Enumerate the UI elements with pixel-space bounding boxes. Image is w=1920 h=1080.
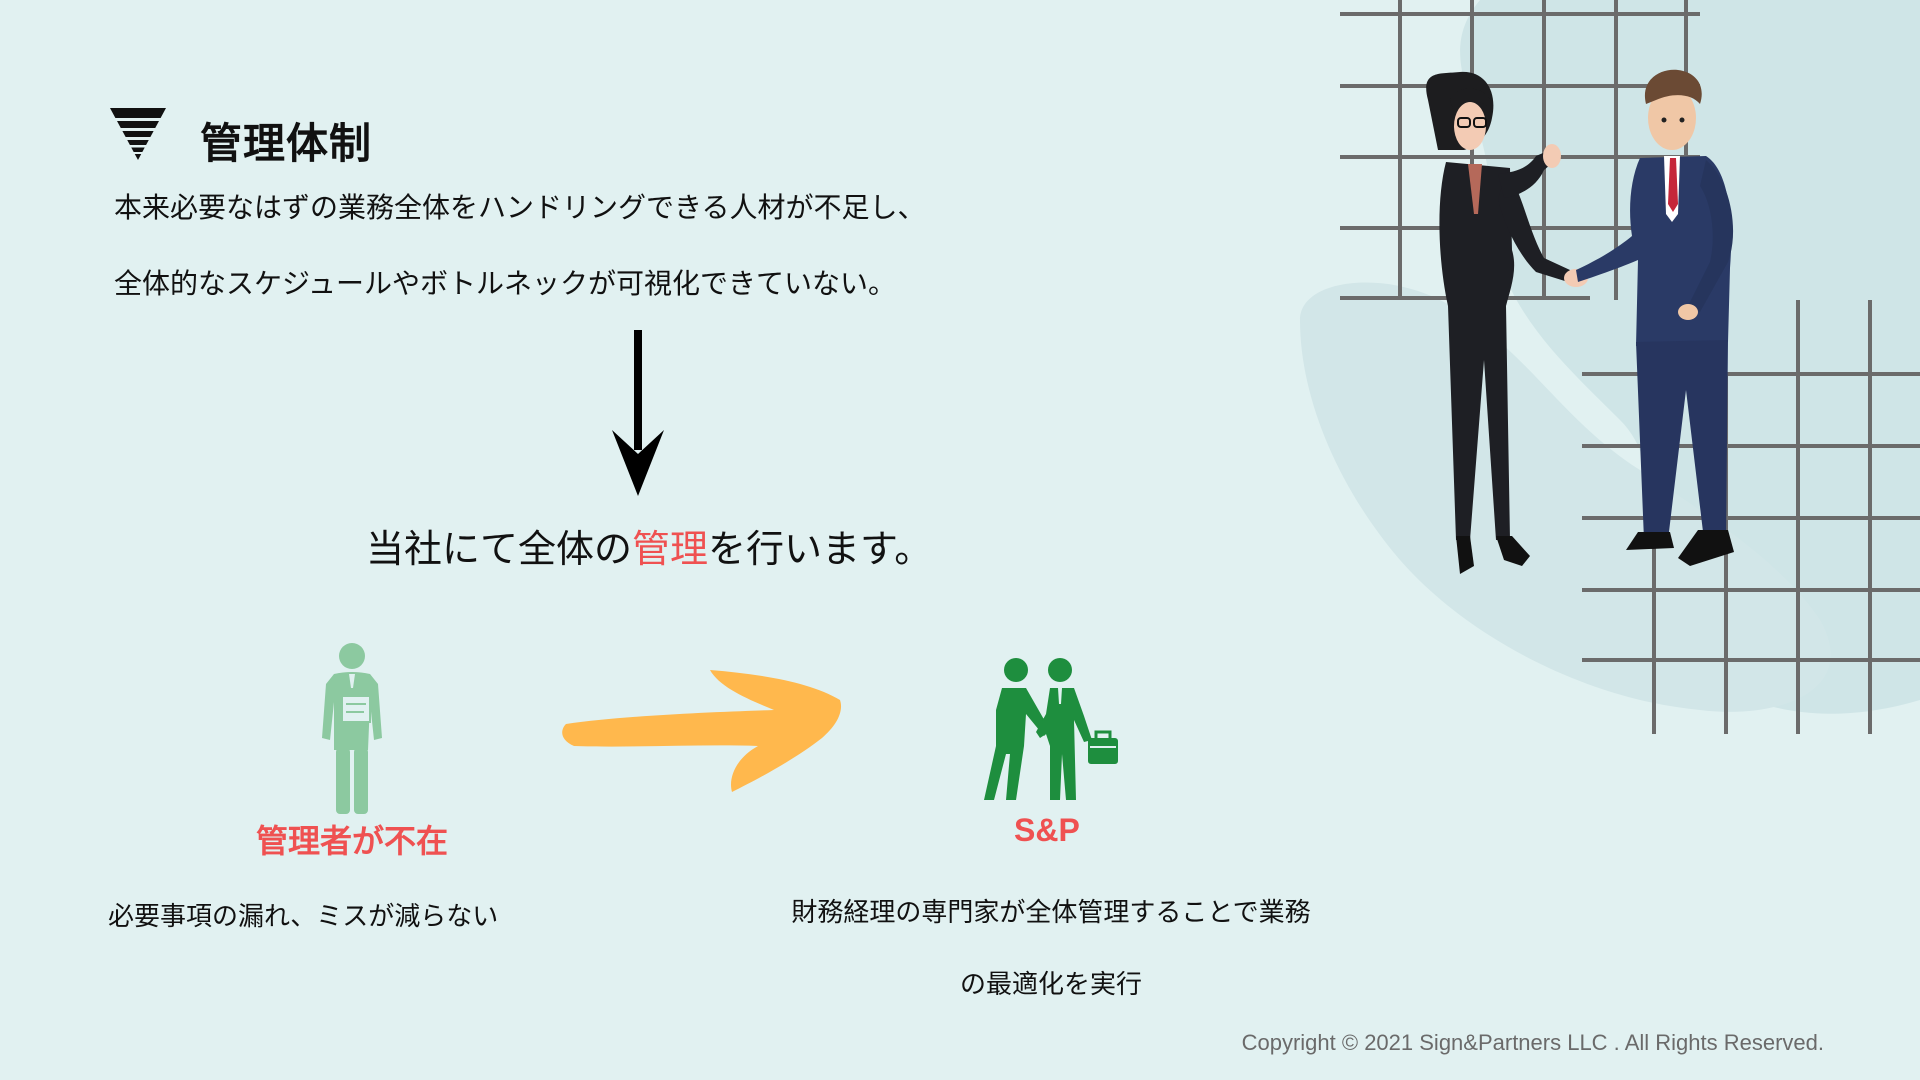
solution-statement: 当社にて全体の管理を行います。 [366, 518, 932, 573]
triangle-emblem-icon [108, 108, 168, 160]
problem-line-2: 全体的なスケジュールやボトルネックが可視化できていない。 [114, 267, 897, 300]
sp-description-line-1: 財務経理の専門家が全体管理することで業務 [791, 898, 1311, 928]
solution-highlight: 管理 [632, 527, 709, 571]
absent-manager-description: 必要事項の漏れ、ミスが減らない [108, 902, 499, 932]
solution-text-after: を行います。 [708, 527, 933, 571]
person-with-document-icon [322, 643, 382, 814]
handshake-people-icon [984, 658, 1118, 800]
sp-description-line-2: の最適化を実行 [959, 970, 1142, 1000]
page-title: 管理体制 [200, 119, 373, 168]
solution-text-before: 当社にて全体の [366, 527, 633, 571]
sp-label: S&P [1014, 812, 1080, 848]
problem-line-1: 本来必要なはずの業務全体をハンドリングできる人材が不足し、 [114, 191, 926, 224]
down-arrow-icon [612, 330, 664, 496]
business-handshake-illustration [1300, 0, 1920, 734]
absent-manager-label: 管理者が不在 [256, 822, 449, 860]
transition-arrow-icon [562, 670, 842, 792]
copyright-text: Copyright © 2021 Sign&Partners LLC . All… [1241, 1030, 1824, 1055]
